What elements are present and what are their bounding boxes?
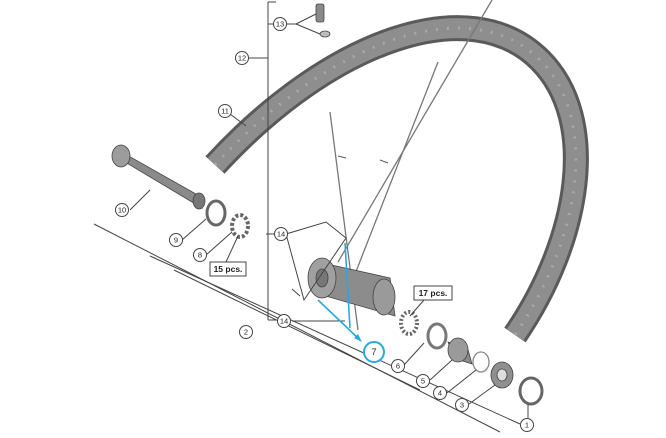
callout-7: 7	[371, 347, 376, 357]
washer-6b	[426, 322, 448, 350]
svg-text:3: 3	[460, 401, 464, 410]
note-15-pcs: 15 pcs.	[209, 261, 247, 277]
ring-4	[472, 351, 490, 373]
callout-14-upper: 14	[274, 227, 288, 241]
svg-text:14: 14	[277, 230, 285, 239]
rim	[205, 15, 589, 343]
svg-text:2: 2	[244, 328, 248, 337]
washer-9	[205, 199, 227, 227]
callout-14-lower: 14	[277, 314, 291, 328]
callout-12: 12	[235, 51, 249, 65]
svg-text:6: 6	[396, 362, 400, 371]
svg-text:10: 10	[118, 206, 126, 215]
axle-10	[111, 144, 206, 210]
hub-body	[307, 257, 396, 317]
svg-text:13: 13	[276, 20, 284, 29]
note-17-pcs: 17 pcs.	[413, 285, 453, 301]
freehub-body-5	[447, 337, 473, 365]
lock-nut-8	[230, 213, 250, 239]
callout-5: 5	[416, 374, 430, 388]
svg-text:7: 7	[371, 347, 376, 357]
callout-2: 2	[239, 325, 253, 339]
leader-lines	[93, 1, 529, 433]
callout-9: 9	[169, 233, 183, 247]
svg-text:15 pcs.: 15 pcs.	[214, 264, 243, 274]
callout-11: 11	[218, 104, 232, 118]
callout-8: 8	[193, 248, 207, 262]
svg-text:14: 14	[280, 317, 288, 326]
svg-text:8: 8	[198, 251, 202, 260]
callout-3: 3	[455, 398, 469, 412]
svg-text:12: 12	[238, 54, 246, 63]
svg-text:5: 5	[421, 377, 425, 386]
spring-6	[399, 310, 419, 336]
svg-text:11: 11	[221, 107, 229, 116]
svg-text:4: 4	[438, 389, 442, 398]
nipple-13	[315, 3, 331, 38]
bearing-3	[490, 361, 514, 389]
callout-4: 4	[433, 386, 447, 400]
end-cap-1	[518, 376, 544, 406]
svg-text:1: 1	[525, 421, 529, 430]
callout-10: 10	[115, 203, 129, 217]
highlight-7	[317, 242, 385, 363]
callout-13: 13	[273, 17, 287, 31]
svg-text:17 pcs.: 17 pcs.	[419, 288, 448, 298]
svg-text:9: 9	[174, 236, 178, 245]
callout-6: 6	[391, 359, 405, 373]
callout-1: 1	[520, 418, 534, 432]
